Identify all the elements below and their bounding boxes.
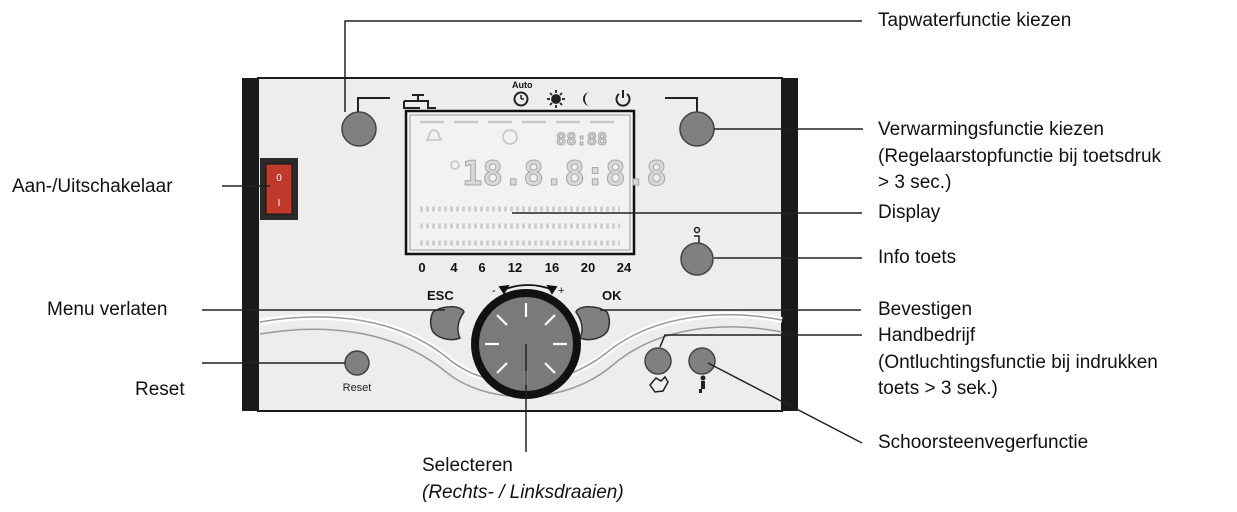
heating-bracket bbox=[665, 97, 698, 112]
label-manual-line2: (Ontluchtingsfunctie bij indrukken bbox=[878, 352, 1158, 373]
auto-text: Auto bbox=[512, 80, 533, 90]
callout-manual bbox=[659, 334, 862, 348]
panel-left-rail bbox=[242, 78, 260, 411]
reset-button-label: Reset bbox=[343, 382, 372, 394]
callout-tapwater bbox=[344, 20, 862, 112]
info-button[interactable] bbox=[680, 242, 714, 276]
lcd-main-digits: 18.8.8:8.8 bbox=[462, 154, 667, 194]
rotate-arrow-icon: - + bbox=[492, 284, 564, 297]
ok-text: OK bbox=[602, 288, 622, 303]
lcd-small-digits: 88:88 bbox=[556, 130, 607, 150]
heating-button[interactable] bbox=[679, 111, 715, 147]
manual-button[interactable] bbox=[644, 347, 672, 375]
label-manual-line1: Handbedrijf bbox=[878, 325, 976, 346]
esc-button[interactable] bbox=[429, 306, 465, 341]
timeline-label: 24 bbox=[617, 260, 632, 275]
tap-icon bbox=[403, 94, 436, 109]
svg-text:-: - bbox=[492, 285, 496, 297]
timeline-label: 16 bbox=[545, 260, 559, 275]
label-select: Selecteren bbox=[422, 455, 513, 476]
lcd-display: 88:88 18.8.8:8.8 bbox=[404, 109, 667, 256]
timeline-labels: 0 4 6 12 16 20 24 bbox=[418, 260, 632, 275]
hand-icon bbox=[649, 375, 669, 393]
esc-text: ESC bbox=[427, 288, 454, 303]
timeline-label: 6 bbox=[478, 260, 485, 275]
power-icon bbox=[615, 90, 631, 107]
clock-icon bbox=[513, 91, 529, 107]
label-select-hint: (Rechts- / Linksdraaien) bbox=[422, 482, 624, 503]
sun-icon bbox=[547, 90, 565, 108]
switch-on-mark: 0 bbox=[276, 173, 282, 184]
label-heating-line1: Verwarmingsfunctie kiezen bbox=[878, 119, 1104, 140]
label-heating-line3: > 3 sec.) bbox=[878, 172, 952, 193]
label-reset: Reset bbox=[135, 379, 185, 400]
label-info: Info toets bbox=[878, 247, 957, 268]
svg-text:+: + bbox=[558, 285, 564, 297]
switch-off-mark: I bbox=[278, 198, 281, 209]
label-display: Display bbox=[878, 202, 941, 223]
label-onoff: Aan-/Uitschakelaar bbox=[12, 176, 173, 197]
label-chimney: Schoorsteenvegerfunctie bbox=[878, 432, 1089, 453]
timeline-label: 4 bbox=[450, 260, 458, 275]
onoff-switch[interactable] bbox=[265, 163, 293, 215]
ok-button[interactable] bbox=[575, 306, 611, 341]
label-menu-exit: Menu verlaten bbox=[47, 299, 168, 320]
moon-icon bbox=[583, 92, 590, 106]
callout-chimney bbox=[707, 362, 863, 444]
callout-lines bbox=[202, 20, 863, 452]
reset-button[interactable] bbox=[344, 350, 370, 376]
tapwater-bracket bbox=[357, 97, 390, 112]
timeline-label: 12 bbox=[508, 260, 522, 275]
timeline-label: 0 bbox=[418, 260, 425, 275]
label-tapwater: Tapwaterfunctie kiezen bbox=[878, 10, 1072, 31]
tapwater-button[interactable] bbox=[341, 111, 377, 147]
chimney-sweep-icon bbox=[699, 375, 706, 393]
label-manual-line3: toets > 3 sek.) bbox=[878, 378, 998, 399]
label-heating-line2: (Regelaarstopfunctie bij toetsdruk bbox=[878, 146, 1162, 167]
chimney-button[interactable] bbox=[688, 347, 716, 375]
timeline-label: 20 bbox=[581, 260, 595, 275]
panel-right-rail bbox=[780, 78, 798, 411]
label-confirm: Bevestigen bbox=[878, 299, 973, 320]
